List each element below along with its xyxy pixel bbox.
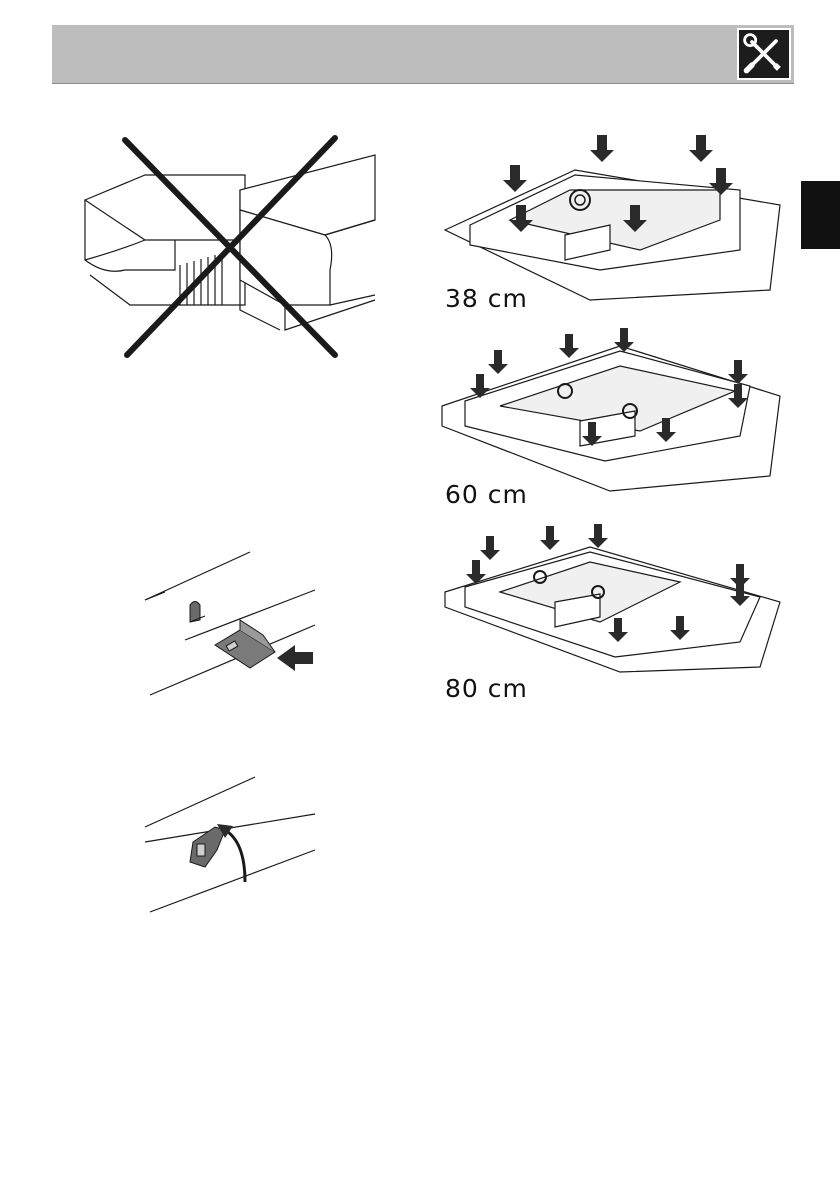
hob-80cm-figure — [440, 522, 785, 682]
size-label-80: 80 cm — [445, 674, 528, 703]
incorrect-installation-figure — [85, 130, 380, 360]
tools-icon — [737, 28, 791, 80]
page-header-bar — [52, 25, 794, 84]
hob-60cm-figure — [440, 326, 785, 496]
hob-38cm-figure — [440, 130, 785, 310]
size-label-60: 60 cm — [445, 480, 528, 509]
section-tab-marker — [801, 181, 840, 249]
clip-rotation-figure — [145, 772, 320, 922]
clip-insertion-figure — [145, 550, 320, 700]
size-label-38: 38 cm — [445, 284, 528, 313]
